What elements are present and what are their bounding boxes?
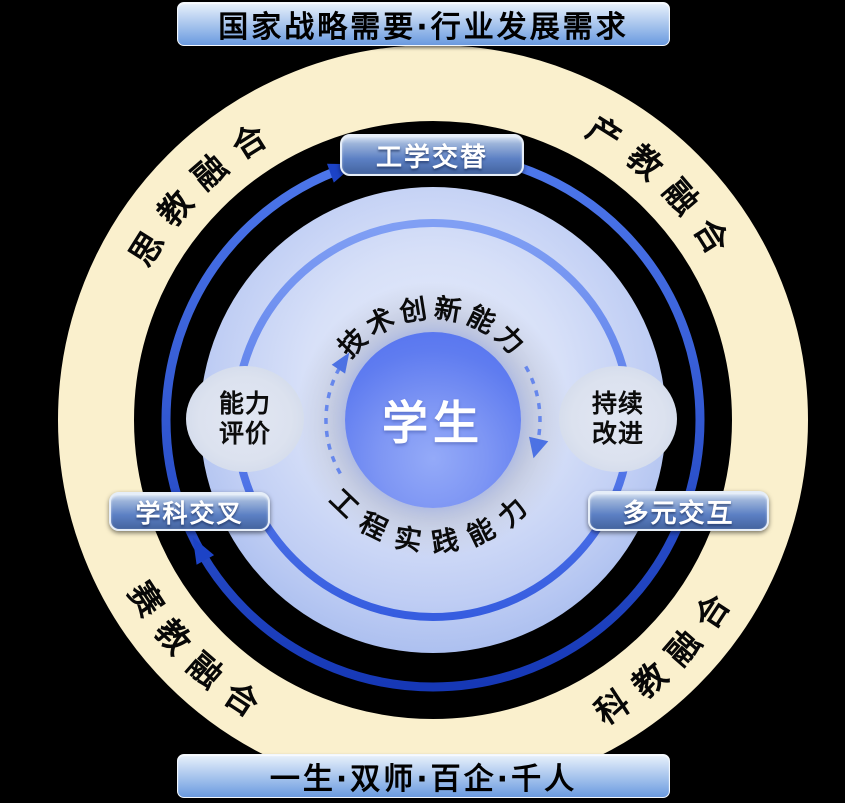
pill-multi-interaction: 多元交互	[588, 491, 769, 531]
bottom-banner: 一生·双师·百企·千人	[177, 754, 670, 798]
pill-work-study-alternation: 工学交替	[340, 134, 524, 176]
node-capability-evaluation-line2: 评价	[218, 419, 271, 448]
bottom-banner-label: 一生·双师·百企·千人	[269, 762, 578, 797]
dashed-cycle-arc	[524, 365, 542, 441]
pill-discipline-crossing: 学科交叉	[109, 492, 270, 531]
top-banner: 国家战略需要·行业发展需求	[177, 2, 670, 46]
node-capability-evaluation: 能力 评价	[186, 366, 304, 472]
pill-multi-interaction-label: 多元交互	[622, 498, 735, 529]
dashed-arrowhead-icon	[529, 436, 549, 459]
center-student-circle: 学生	[345, 332, 521, 508]
outer-arrowhead-icon	[192, 537, 215, 565]
student-label: 学生	[382, 396, 484, 450]
dashed-arrowhead-icon	[331, 352, 350, 374]
node-continuous-improvement-line2: 改进	[591, 419, 644, 448]
node-capability-evaluation-line1: 能力	[218, 388, 271, 418]
top-banner-label: 国家战略需要·行业发展需求	[218, 10, 629, 45]
dashed-cycle-arc	[324, 367, 342, 475]
node-continuous-improvement-line1: 持续	[591, 388, 644, 418]
pill-work-study-alternation-label: 工学交替	[375, 142, 488, 173]
pill-discipline-crossing-label: 学科交叉	[135, 498, 244, 528]
node-continuous-improvement: 持续 改进	[559, 366, 677, 472]
